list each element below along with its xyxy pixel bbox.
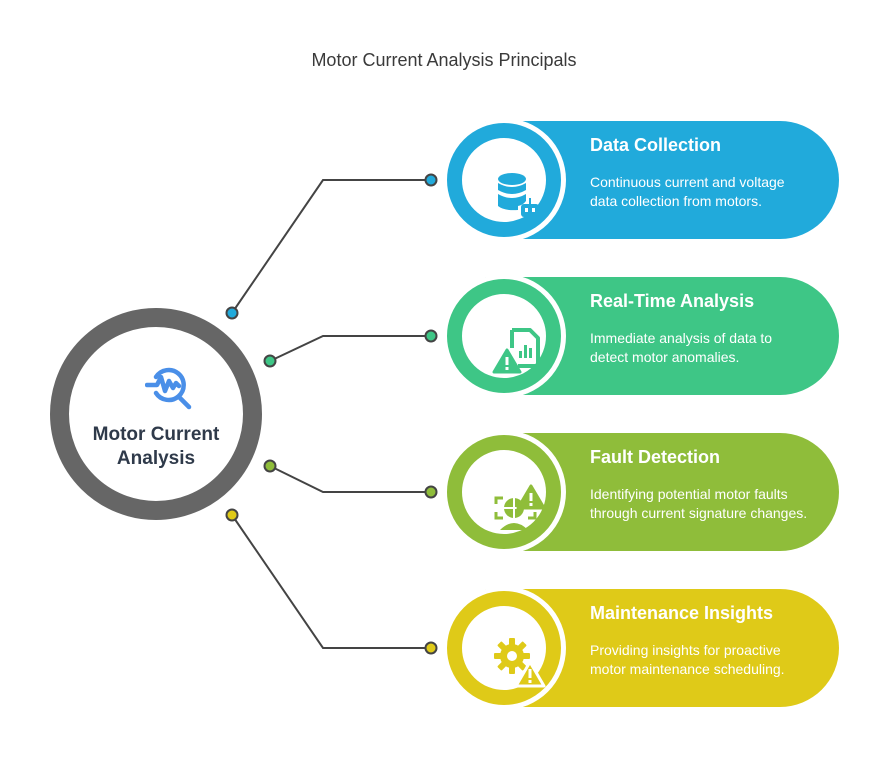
hub-connector-dot (225, 306, 239, 320)
connector-line (231, 179, 431, 314)
item-connector-dot (424, 485, 438, 499)
item-description: Immediate analysis of data to detect mot… (590, 330, 773, 365)
hub-connector-dot (225, 508, 239, 522)
hub-connector-dot (263, 459, 277, 473)
item-description: Continuous current and voltage data coll… (590, 174, 785, 209)
hub-label: Motor Current Analysis (92, 424, 220, 469)
item-title: Maintenance Insights (590, 603, 774, 623)
hub-circle: Motor Current Analysis (50, 308, 262, 520)
item-description: Identifying potential motor faults throu… (590, 486, 808, 521)
item-title: Data Collection (590, 135, 722, 155)
gear-warning-icon (494, 638, 546, 688)
waveform-magnifier-icon (145, 367, 192, 410)
globe-scan-warning-icon (494, 484, 546, 530)
item-connector-dot (424, 641, 438, 655)
item-description: Providing insights for proactive motor m… (590, 642, 785, 677)
item-connector-dot (424, 173, 438, 187)
item-icon-node (442, 118, 566, 242)
item-title: Fault Detection (590, 447, 721, 467)
item-title: Real-Time Analysis (590, 291, 755, 311)
database-robot-icon (498, 173, 539, 217)
item-connector-dot (424, 329, 438, 343)
item-icon-node (442, 274, 566, 398)
connector-line (269, 465, 431, 493)
chart-document-warning-icon (492, 328, 540, 374)
connector-line (269, 335, 431, 362)
item-icon-node (442, 586, 566, 710)
connector-line (231, 514, 431, 649)
hub-connector-dot (263, 354, 277, 368)
diagram-title: Motor Current Analysis Principals (311, 50, 577, 70)
item-icon-node (442, 430, 566, 554)
